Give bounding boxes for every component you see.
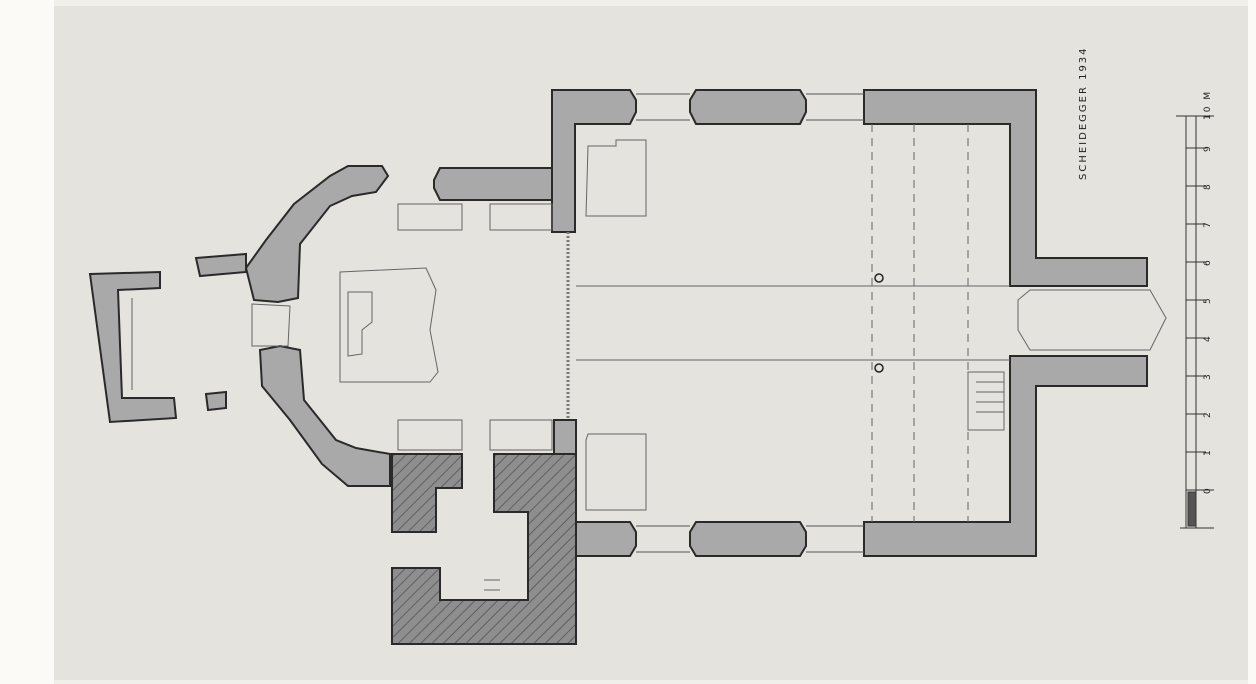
- paper-margin-left: [0, 0, 54, 684]
- scale-tick-5: 5: [1203, 296, 1213, 304]
- scale-bar-labels: 0 1 2 3 4 5 6 7 8 9 10 M: [1203, 90, 1213, 494]
- drawing-signature: SCHEIDEGGER 1934: [1078, 46, 1089, 180]
- scale-tick-7: 7: [1203, 220, 1213, 228]
- scale-tick-4: 4: [1203, 334, 1213, 342]
- column-north: [874, 273, 884, 283]
- nave-walls: [433, 89, 1148, 557]
- scale-tick-10: 10 M: [1203, 90, 1213, 120]
- tower-walls: [391, 453, 577, 645]
- nave-windows: [636, 93, 864, 553]
- column-south: [874, 363, 884, 373]
- tower-corner-pier: [553, 419, 577, 455]
- scale-tick-0: 0: [1203, 486, 1213, 494]
- scale-tick-8: 8: [1203, 182, 1213, 190]
- sacristy-walls: [88, 252, 247, 424]
- scale-bar: [1176, 115, 1214, 529]
- paper-margin-right: [1248, 0, 1256, 684]
- scale-tick-1: 1: [1203, 448, 1213, 456]
- interior-lines: [131, 124, 1167, 591]
- scale-tick-6: 6: [1203, 258, 1213, 266]
- scale-tick-2: 2: [1203, 410, 1213, 418]
- scale-tick-3: 3: [1203, 372, 1213, 380]
- print-area: [54, 6, 1248, 680]
- scale-tick-9: 9: [1203, 144, 1213, 152]
